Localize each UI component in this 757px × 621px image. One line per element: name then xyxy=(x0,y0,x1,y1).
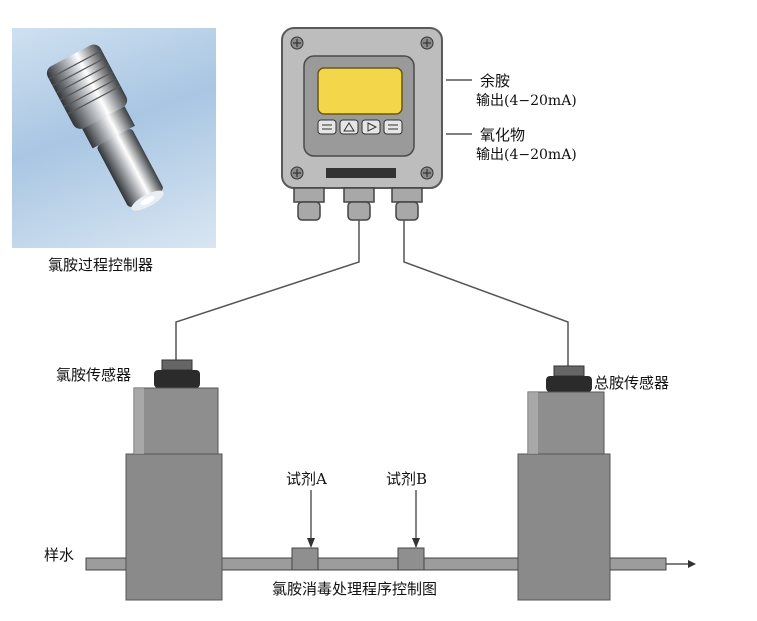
cable-gland xyxy=(395,201,419,221)
output2-label: 氧化物 xyxy=(480,126,526,144)
button-row xyxy=(317,119,403,135)
reagent-b-label: 试剂B xyxy=(386,470,428,488)
right-triangle-icon[interactable] xyxy=(361,119,381,135)
cable-right xyxy=(403,220,569,366)
sensor-left-label: 氯胺传感器 xyxy=(56,366,132,384)
controller-caption: 氯胺过程控制器 xyxy=(48,256,154,274)
cable-gland xyxy=(297,201,321,221)
menu-icon[interactable] xyxy=(317,119,337,135)
reagent-b-tee xyxy=(397,547,425,571)
output1-range: 输出(4−20mA) xyxy=(476,93,577,109)
cable-left xyxy=(175,220,360,360)
sensor-right-label: 总胺传感器 xyxy=(594,374,670,392)
figure-caption: 氯胺消毒处理程序控制图 xyxy=(272,580,438,598)
chloramine-sensor xyxy=(125,359,223,601)
controller-photo xyxy=(12,28,216,248)
controller-unit xyxy=(281,27,443,221)
sensor-photo-illustration xyxy=(46,44,164,211)
sample-water-label: 样水 xyxy=(44,546,75,564)
lcd-display xyxy=(317,67,403,115)
output2-range: 输出(4−20mA) xyxy=(476,147,577,163)
controller-label-strip xyxy=(326,168,396,178)
output1-label: 余胺 xyxy=(480,72,511,90)
menu-icon[interactable] xyxy=(383,119,403,135)
reagent-a-label: 试剂A xyxy=(286,470,327,488)
total-amine-sensor xyxy=(517,365,611,601)
reagent-a-tee xyxy=(291,547,319,571)
